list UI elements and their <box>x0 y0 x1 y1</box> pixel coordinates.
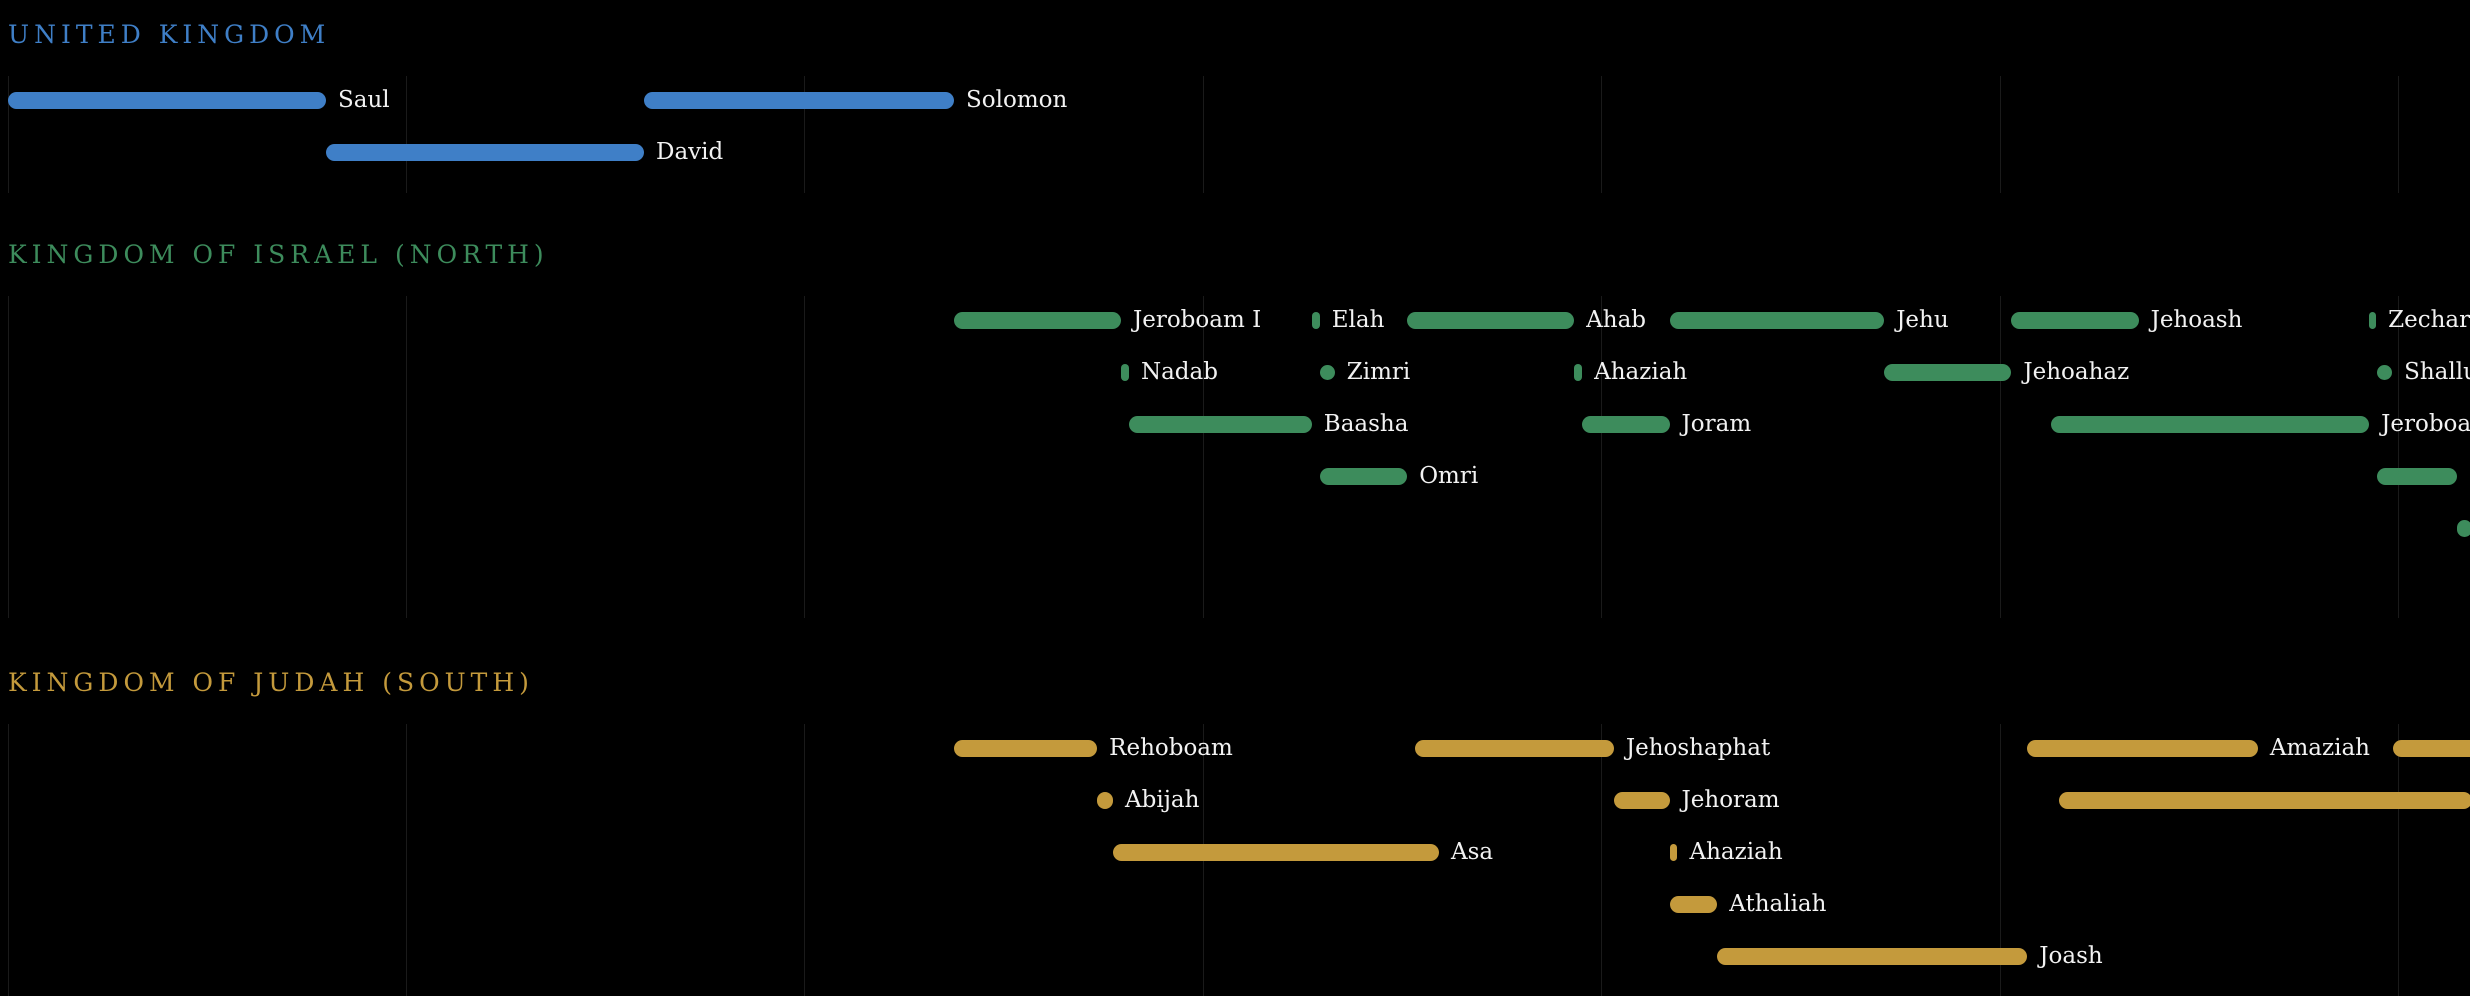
gridline <box>1203 296 1204 618</box>
reign-bar-jehu <box>1669 311 1885 329</box>
reign-label-abijah: Abijah <box>1125 787 1200 813</box>
reign-bar-amaziah <box>2027 739 2258 757</box>
reign-bar-joash <box>1717 947 2028 965</box>
gridline <box>8 76 9 193</box>
reign-bar-david <box>326 143 644 161</box>
reign-label-nadab: Nadab <box>1140 359 1218 385</box>
reign-bar-athaliah <box>1669 895 1718 913</box>
reign-label-jehoram: Jehoram <box>1681 787 1780 813</box>
gridline <box>804 296 805 618</box>
reign-bar-jehoshaphat <box>1415 739 1614 757</box>
reign-bar-ahab <box>1407 311 1575 329</box>
reign-label-saul: Saul <box>338 87 390 113</box>
reign-bar-ahaziah <box>1574 363 1583 381</box>
reign-label-jeroboam-ii: Jeroboam II <box>2381 411 2470 437</box>
reign-label-jehoahaz: Jehoahaz <box>2023 359 2130 385</box>
gridline <box>1601 76 1602 193</box>
reign-bar-unlabeled <box>2377 467 2457 485</box>
reign-bar-zimri <box>1319 364 1335 380</box>
reign-label-asa: Asa <box>1451 839 1494 865</box>
gridline <box>2398 76 2399 193</box>
reign-bar-asa <box>1113 843 1439 861</box>
reign-bar-saul <box>8 91 326 109</box>
reign-bar-ahaziah <box>1669 843 1678 861</box>
reign-label-jeroboam-i: Jeroboam I <box>1133 307 1262 333</box>
reign-label-zimri: Zimri <box>1346 359 1411 385</box>
reign-label-solomon: Solomon <box>966 87 1068 113</box>
reign-bar-solomon <box>644 91 955 109</box>
reign-label-baasha: Baasha <box>1323 411 1409 437</box>
reign-bar-unlabeled <box>2456 519 2470 537</box>
reign-bar-jeroboam-i <box>954 311 1121 329</box>
reign-bar-jehoahaz <box>1884 363 2012 381</box>
reign-bar-nadab <box>1121 363 1129 381</box>
gridline <box>406 296 407 618</box>
reign-label-zechariah: Zechariah <box>2388 307 2470 333</box>
gridline <box>406 76 407 193</box>
gridline <box>8 724 9 996</box>
reign-label-omri: Omri <box>1419 463 1479 489</box>
gridline <box>406 724 407 996</box>
reign-label-david: David <box>656 139 724 165</box>
gridline <box>2398 296 2399 618</box>
reign-bar-joram <box>1582 415 1670 433</box>
section-title-united-kingdom: UNITED KINGDOM <box>8 20 331 49</box>
gridline <box>2000 724 2001 996</box>
reign-bar-unlabeled <box>2393 739 2470 757</box>
reign-bar-abijah <box>1097 791 1114 809</box>
reign-bar-elah <box>1311 311 1320 329</box>
reign-label-ahaziah: Ahaziah <box>1594 359 1688 385</box>
reign-label-elah: Elah <box>1331 307 1385 333</box>
reign-bar-shallum <box>2377 364 2393 380</box>
gridline <box>1203 76 1204 193</box>
reign-label-ahaziah: Ahaziah <box>1689 839 1783 865</box>
reign-bar-jehoash <box>2011 311 2139 329</box>
reign-label-jehoshaphat: Jehoshaphat <box>1625 735 1771 761</box>
gridline <box>1601 724 1602 996</box>
gridline <box>804 76 805 193</box>
reign-bar-jehoram <box>1613 791 1670 809</box>
reign-label-athaliah: Athaliah <box>1729 891 1827 917</box>
gridline <box>804 724 805 996</box>
gridline <box>8 296 9 618</box>
gridline <box>1601 296 1602 618</box>
reign-bar-zechariah <box>2369 311 2377 329</box>
reign-label-jehoash: Jehoash <box>2150 307 2243 333</box>
section-title-kingdom-of-israel: KINGDOM OF ISRAEL (NORTH) <box>8 240 549 269</box>
reign-bar-omri <box>1319 467 1408 485</box>
reign-bar-unlabeled <box>2059 791 2470 809</box>
reign-label-rehoboam: Rehoboam <box>1109 735 1233 761</box>
reign-bar-baasha <box>1128 415 1312 433</box>
reign-bar-jeroboam-ii <box>2051 415 2370 433</box>
gridline <box>2398 724 2399 996</box>
reign-label-amaziah: Amaziah <box>2269 735 2370 761</box>
reign-label-joash: Joash <box>2039 943 2103 969</box>
reign-bar-rehoboam <box>954 739 1098 757</box>
reign-label-joram: Joram <box>1681 411 1752 437</box>
reign-label-jehu: Jehu <box>1896 307 1949 333</box>
reign-label-ahab: Ahab <box>1586 307 1646 333</box>
gridline <box>2000 76 2001 193</box>
reign-label-shallum: Shallum <box>2404 359 2470 385</box>
gridline <box>2000 296 2001 618</box>
section-title-kingdom-of-judah: KINGDOM OF JUDAH (SOUTH) <box>8 668 534 697</box>
